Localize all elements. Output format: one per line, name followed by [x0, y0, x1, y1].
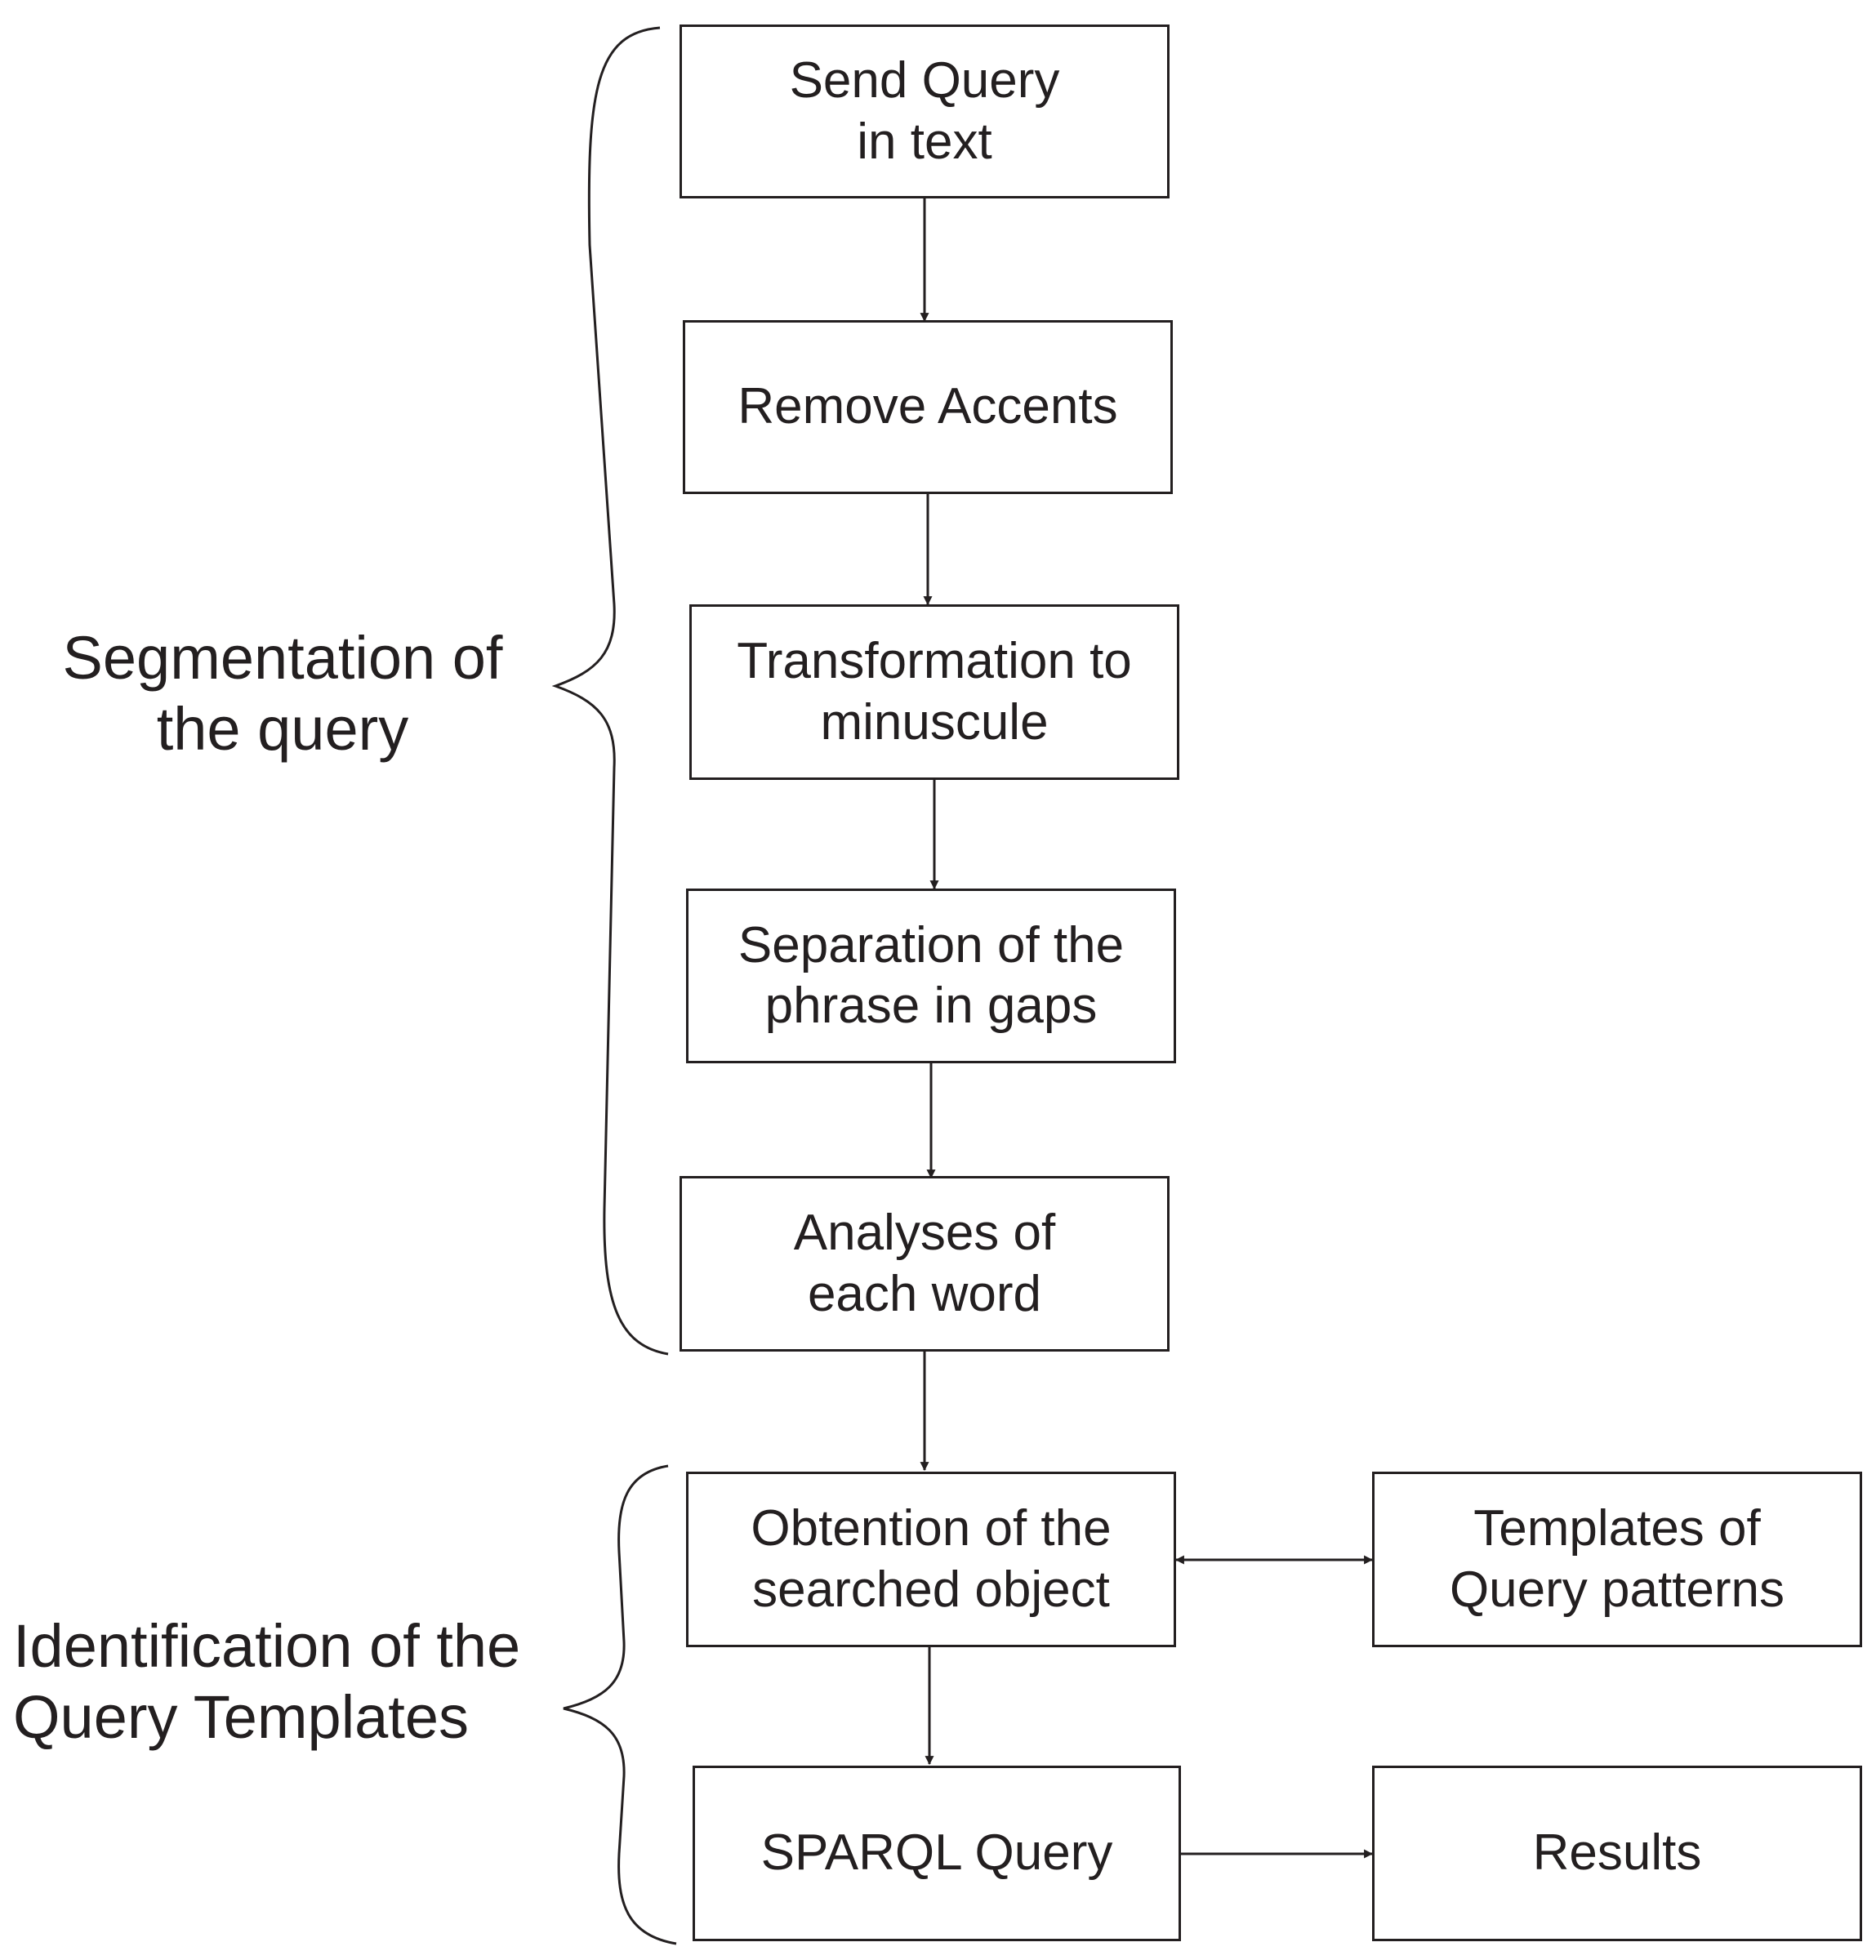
templates-box: Templates of Query patterns: [1372, 1472, 1862, 1647]
identification-brace: [563, 1464, 677, 1945]
obtention-box: Obtention of the searched object: [686, 1472, 1176, 1647]
segmentation-group-label: Segmentation of the query: [62, 624, 503, 764]
analyses-box: Analyses of each word: [680, 1176, 1170, 1352]
segmentation-brace: [551, 26, 669, 1356]
sparql-query-box: SPARQL Query: [693, 1766, 1181, 1941]
remove-accents-box: Remove Accents: [683, 320, 1173, 494]
send-query-box: Send Query in text: [680, 24, 1170, 198]
results-box: Results: [1372, 1766, 1862, 1941]
transformation-box: Transformation to minuscule: [689, 604, 1179, 780]
separation-box: Separation of the phrase in gaps: [686, 889, 1176, 1063]
identification-group-label: Identification of the Query Templates: [13, 1612, 521, 1752]
